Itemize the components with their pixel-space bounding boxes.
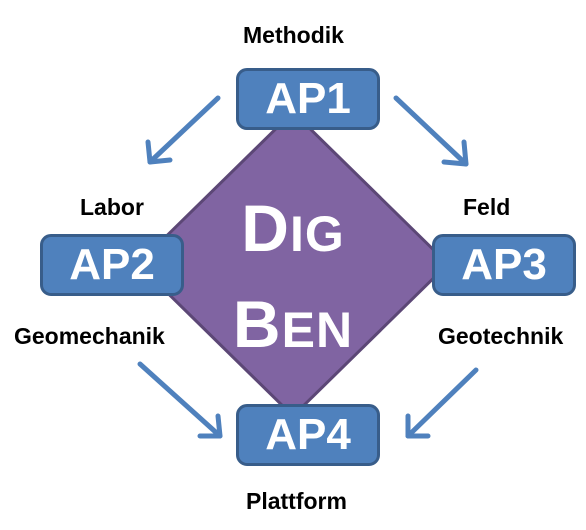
center-title-line2: BEN <box>213 286 373 362</box>
center-title-line2-initial: B <box>232 287 282 361</box>
ap2-box: AP2 <box>40 234 184 296</box>
center-title-line1-rest: IG <box>289 206 345 262</box>
arrow-ap3-to-ap4 <box>405 367 479 439</box>
center-title-line1: DIG <box>213 190 373 266</box>
ap1-box: AP1 <box>236 68 380 130</box>
ap3-box: AP3 <box>432 234 576 296</box>
label-methodik: Methodik <box>243 22 344 48</box>
arrow-ap1-to-ap3 <box>393 95 469 167</box>
label-plattform: Plattform <box>246 488 347 514</box>
center-title-line1-initial: D <box>241 191 290 265</box>
arrow-ap1-to-ap2 <box>145 95 221 165</box>
ap4-box: AP4 <box>236 404 380 466</box>
label-geomechanik: Geomechanik <box>14 323 165 349</box>
center-title-line2-rest: EN <box>281 302 354 358</box>
label-feld: Feld <box>463 194 511 220</box>
label-labor: Labor <box>80 194 144 220</box>
arrow-ap2-to-ap4 <box>137 361 223 439</box>
label-geotechnik: Geotechnik <box>438 323 564 349</box>
